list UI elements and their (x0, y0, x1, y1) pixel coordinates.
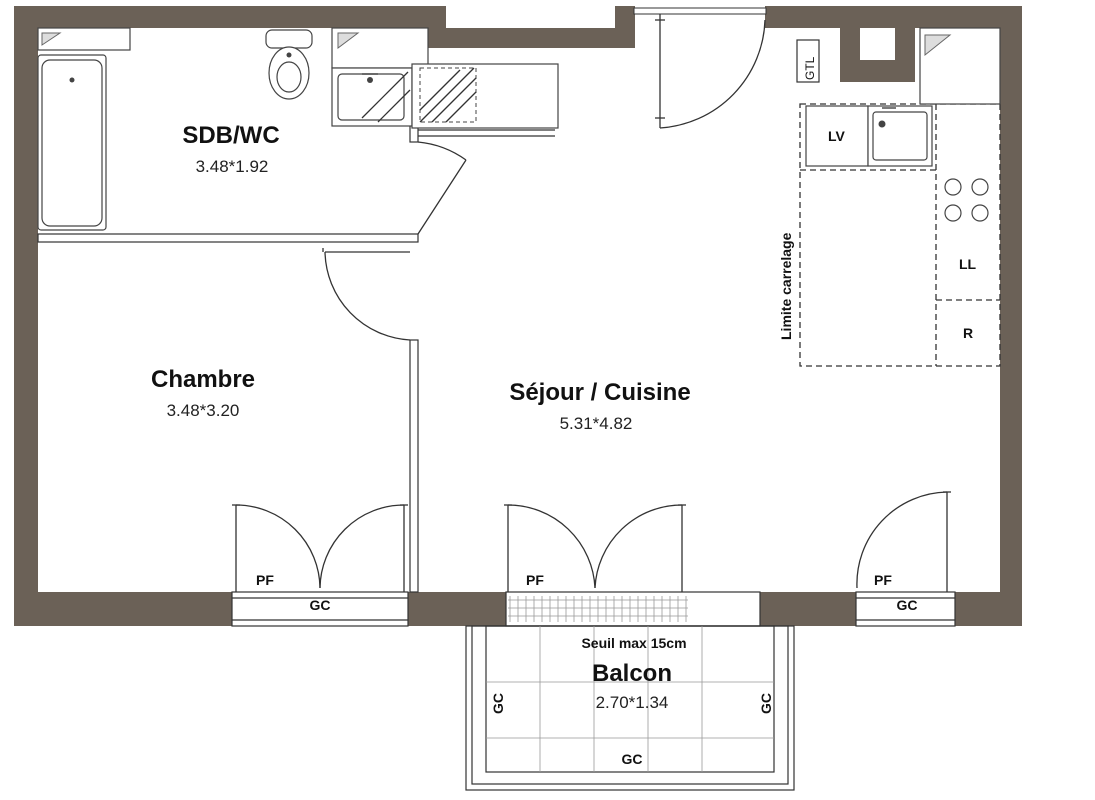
balcony-grid (486, 626, 774, 772)
gtl-label: GTL (803, 56, 817, 80)
door-chambre[interactable] (322, 248, 411, 341)
bathtub (37, 27, 131, 231)
door-entrance[interactable] (633, 7, 767, 129)
gc-label-balcon-left: GC (490, 693, 506, 714)
room-dims-balcon: 2.70*1.34 (596, 693, 669, 712)
pf-label-kitchen: PF (874, 572, 892, 588)
room-name-sejour: Séjour / Cuisine (509, 379, 690, 406)
room-name-sdb: SDB/WC (182, 122, 279, 149)
window-chambre[interactable] (231, 504, 409, 627)
shower-area (361, 63, 559, 129)
threshold-tiles (508, 596, 688, 622)
gc-label-kitchen: GC (897, 597, 918, 613)
kitchen-area: GTL LV LL R Limite carrelage (778, 27, 1001, 367)
interior-partitions (37, 123, 555, 593)
seuil-label: Seuil max 15cm (581, 635, 686, 651)
door-sdb[interactable] (417, 141, 467, 235)
toilet (265, 29, 313, 100)
room-dims-sejour: 5.31*4.82 (560, 414, 633, 433)
r-label: R (963, 325, 973, 341)
pf-label-chambre: PF (256, 572, 274, 588)
exterior-walls (14, 6, 1022, 626)
balcony (465, 625, 795, 791)
room-dims-sdb: 3.48*1.92 (196, 157, 269, 176)
window-sejour[interactable] (504, 504, 761, 627)
lv-label: LV (828, 128, 846, 144)
ll-label: LL (959, 256, 977, 272)
limite-carrelage-label: Limite carrelage (778, 232, 794, 340)
window-kitchen[interactable] (855, 491, 956, 627)
gc-label-balcon-right: GC (758, 693, 774, 714)
pf-label-sejour: PF (526, 572, 544, 588)
room-name-balcon: Balcon (592, 660, 672, 687)
room-dims-chambre: 3.48*3.20 (167, 401, 240, 420)
gc-label-chambre: GC (310, 597, 331, 613)
gc-label-balcon-bottom: GC (622, 751, 643, 767)
washbasin-cabinet (331, 27, 429, 127)
room-name-chambre: Chambre (151, 366, 255, 393)
